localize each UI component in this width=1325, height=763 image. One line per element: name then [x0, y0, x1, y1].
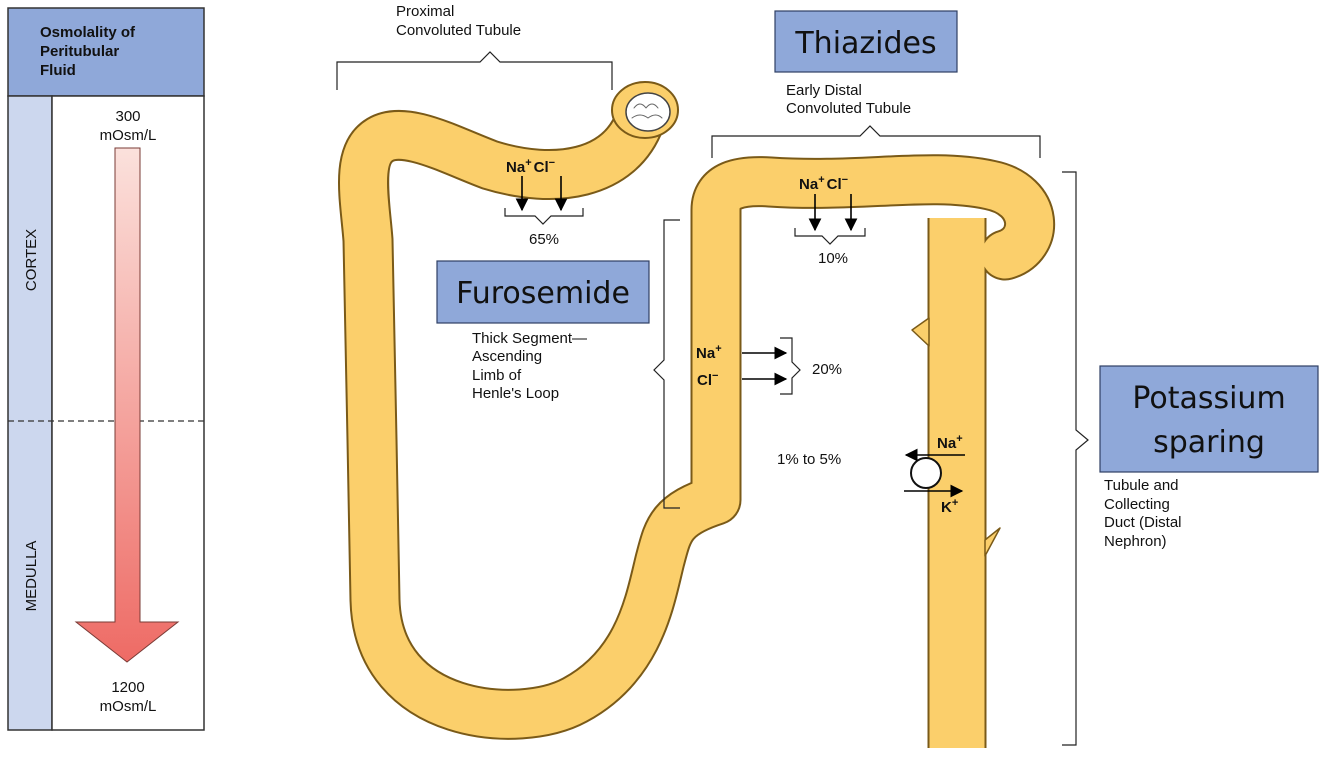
panel-zone-strip — [7, 95, 53, 731]
bottom-osmolality-value: 1200 — [111, 679, 144, 696]
zone-cortex-label: CORTEX — [23, 229, 40, 291]
drug-potassium-sparing-line1: Potassium — [1132, 381, 1285, 416]
distal-na-label: Na+ — [937, 433, 963, 452]
pct-65-bracket — [504, 208, 584, 225]
ion-arrows — [515, 176, 965, 498]
panel-header-line1: Osmolality of — [40, 24, 136, 41]
panel-header — [7, 7, 205, 97]
segment-brackets — [336, 51, 1089, 746]
thick-segment-line3: Limb of — [472, 367, 522, 384]
distal-k-label: K+ — [941, 497, 958, 516]
collecting-label-line3: Duct (Distal — [1104, 514, 1182, 531]
duct-branch-left — [911, 317, 930, 347]
edct-label-line1: Early Distal — [786, 82, 862, 99]
na-k-pump — [910, 457, 942, 489]
pct-percentage: 65% — [529, 231, 559, 248]
tubule-fill-main — [340, 96, 1053, 738]
loop-cl-label: Cl− — [697, 370, 718, 389]
loop-20-bracket — [780, 337, 801, 395]
zone-medulla-label: MEDULLA — [23, 541, 40, 612]
drug-furosemide: Furosemide — [436, 260, 650, 324]
panel-header-line3: Fluid — [40, 62, 76, 79]
bottom-osmolality-unit: mOsm/L — [100, 698, 157, 715]
thick-segment-line4: Henle's Loop — [472, 385, 559, 402]
drug-thiazides: Thiazides — [774, 10, 958, 73]
pct-label-line2: Convoluted Tubule — [396, 22, 521, 39]
thick-segment-line2: Ascending — [472, 348, 542, 365]
loop-percentage: 20% — [812, 361, 842, 378]
edct-label-line2: Convoluted Tubule — [786, 100, 911, 117]
top-osmolality-value: 300 — [115, 108, 140, 125]
dct-percentage: 10% — [818, 250, 848, 267]
duct-branch-right — [984, 527, 1001, 557]
collecting-label-line2: Collecting — [1104, 496, 1170, 513]
pct-label-line1: Proximal — [396, 3, 454, 20]
drug-furosemide-label: Furosemide — [456, 276, 630, 311]
collecting-label-line1: Tubule and — [1104, 477, 1179, 494]
drug-potassium-sparing-line2: sparing — [1153, 425, 1265, 460]
drug-thiazides-label: Thiazides — [794, 26, 936, 61]
thick-loop-bracket — [653, 219, 680, 509]
pct-bracket — [336, 51, 613, 90]
dct-ion-label: Na+Cl− — [799, 174, 848, 193]
loop-na-label: Na+ — [696, 343, 722, 362]
dct-10-bracket — [794, 228, 866, 245]
osmolality-gradient-arrow — [74, 147, 180, 663]
glomerulus — [625, 92, 671, 132]
panel-header-line2: Peritubular — [40, 43, 119, 60]
edct-bracket — [711, 125, 1041, 158]
collecting-bracket — [1062, 171, 1089, 746]
drug-potassium-sparing: Potassium sparing — [1099, 365, 1319, 473]
thick-segment-line1: Thick Segment— — [472, 330, 587, 347]
nephron-tubule — [338, 81, 1055, 748]
osmolality-panel: Osmolality of Peritubular Fluid 300 mOsm… — [7, 7, 205, 731]
glomerulus-capillaries — [631, 103, 663, 119]
collecting-label-line4: Nephron) — [1104, 533, 1167, 550]
top-osmolality-unit: mOsm/L — [100, 127, 157, 144]
pct-ion-label: Na+Cl− — [506, 157, 555, 176]
distal-percentage: 1% to 5% — [777, 451, 841, 468]
